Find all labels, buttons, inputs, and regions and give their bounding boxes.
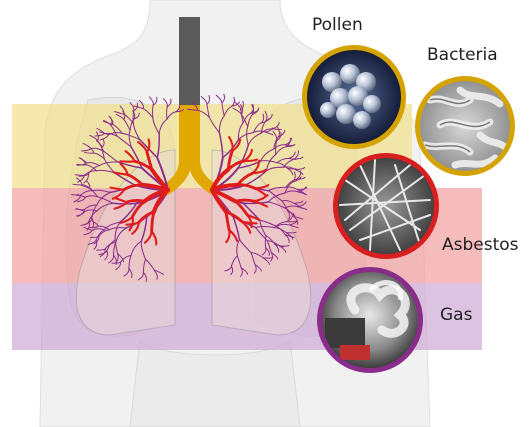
gas-image (317, 267, 423, 373)
airway-branch (265, 236, 266, 248)
label-gas: Gas (440, 305, 473, 325)
trachea-upper (179, 17, 200, 105)
label-pollen: Pollen (312, 15, 363, 35)
asbestos-image (333, 153, 439, 259)
pollen-image (302, 45, 406, 149)
bacteria-image (415, 76, 515, 176)
airway-branch (167, 107, 168, 119)
label-asbestos: Asbestos (442, 235, 519, 255)
airway-branch (235, 200, 254, 201)
label-bacteria: Bacteria (427, 45, 498, 65)
airway-branch (153, 105, 154, 117)
